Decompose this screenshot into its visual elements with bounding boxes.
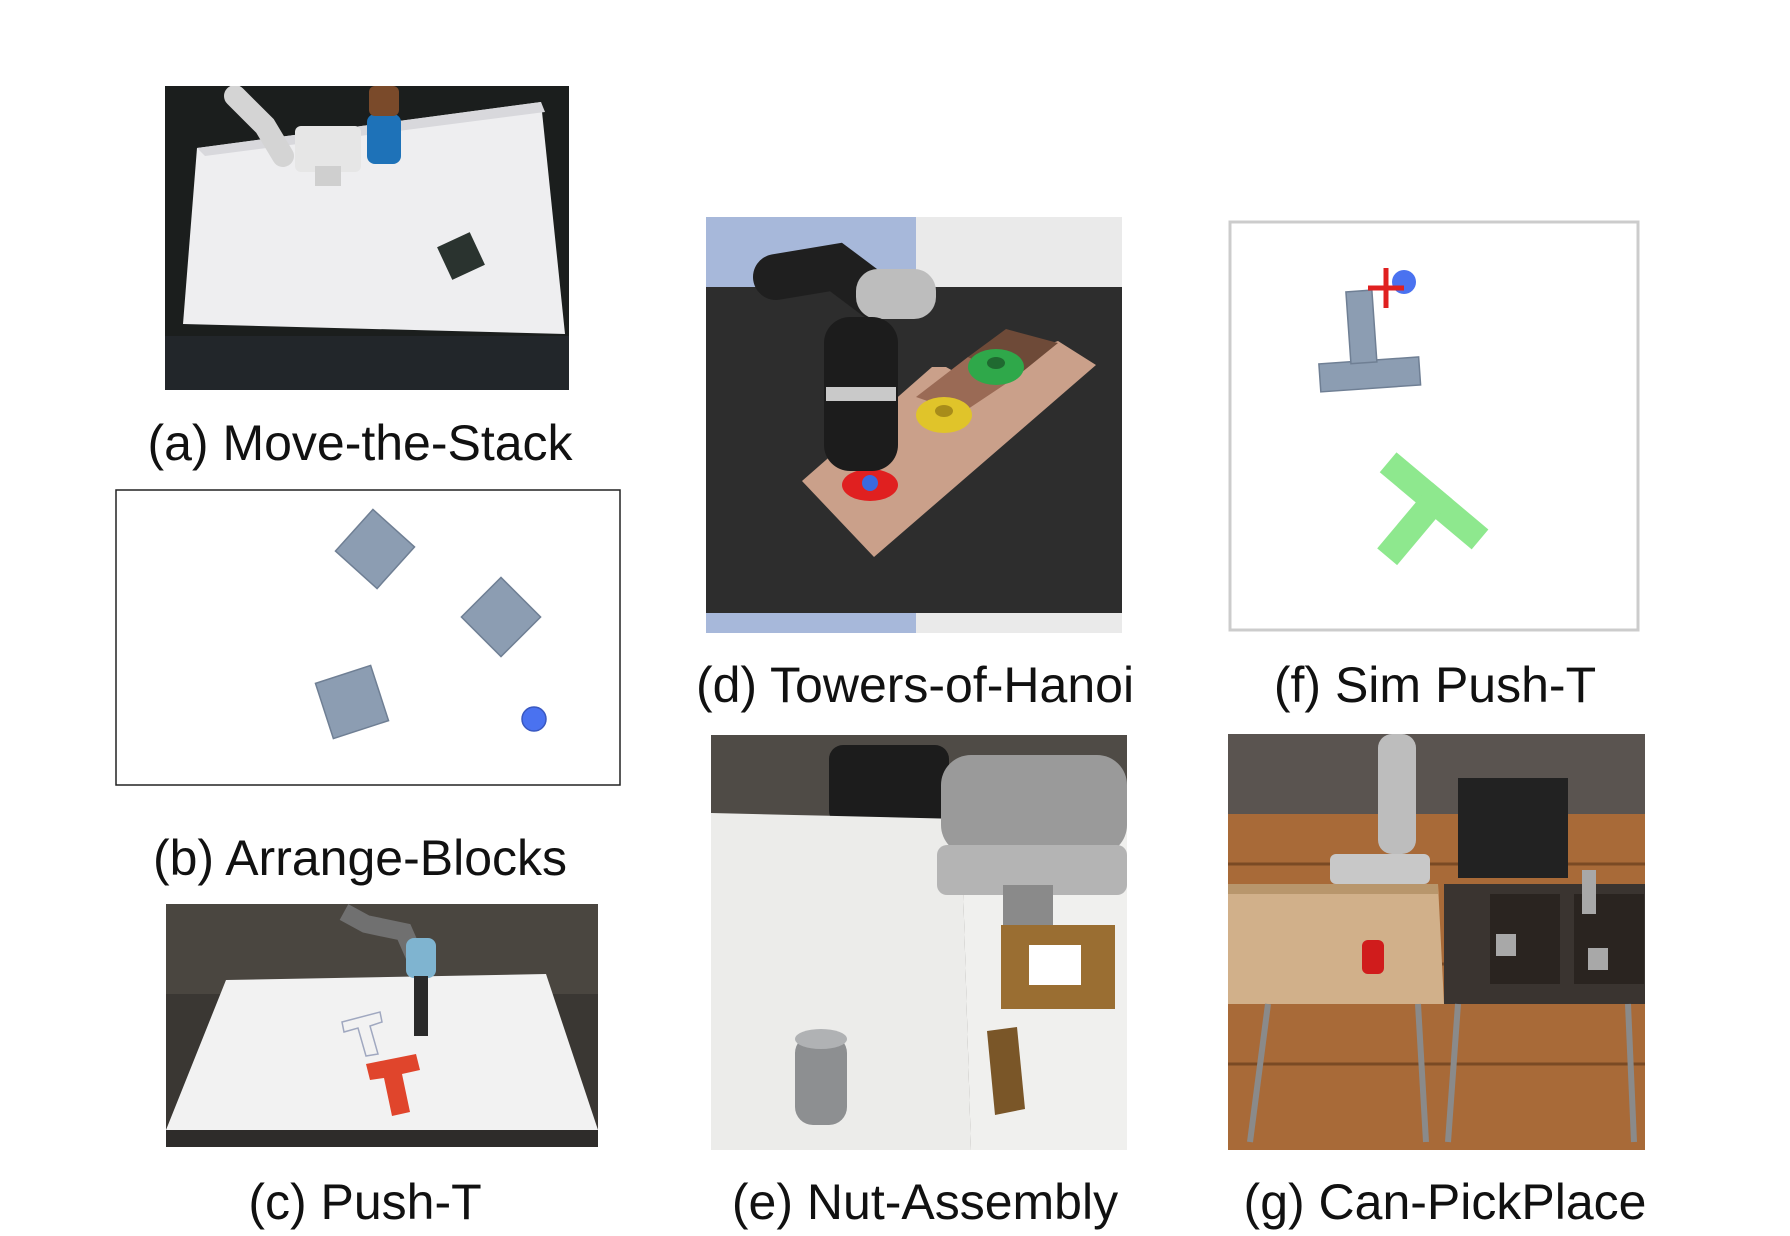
panel-b-image [115, 489, 621, 786]
caption-d: (d) Towers-of-Hanoi [695, 657, 1135, 713]
push-t-photo [166, 904, 598, 1147]
caption-b: (b) Arrange-Blocks [152, 830, 568, 886]
panel-f-image [1228, 220, 1640, 632]
caption-f: (f) Sim Push-T [1273, 657, 1597, 713]
move-the-stack-photo [165, 86, 569, 390]
caption-c: (c) Push-T [248, 1174, 482, 1230]
can-pickplace-scene [1228, 734, 1645, 1150]
caption-g: (g) Can-PickPlace [1243, 1174, 1647, 1230]
block [334, 508, 416, 590]
towers-of-hanoi-scene [706, 217, 1122, 633]
panel-c-image [166, 904, 598, 1147]
nut-assembly-scene [711, 735, 1127, 1150]
caption-a: (a) Move-the-Stack [147, 415, 573, 471]
panel-a-image [165, 86, 569, 390]
panel-g-image [1228, 734, 1645, 1150]
sim-push-t-scene [1228, 220, 1640, 632]
caption-e: (e) Nut-Assembly [731, 1174, 1119, 1230]
panel-e-image [711, 735, 1127, 1150]
arrange-blocks-scene [115, 489, 621, 786]
panel-d-image [706, 217, 1122, 633]
